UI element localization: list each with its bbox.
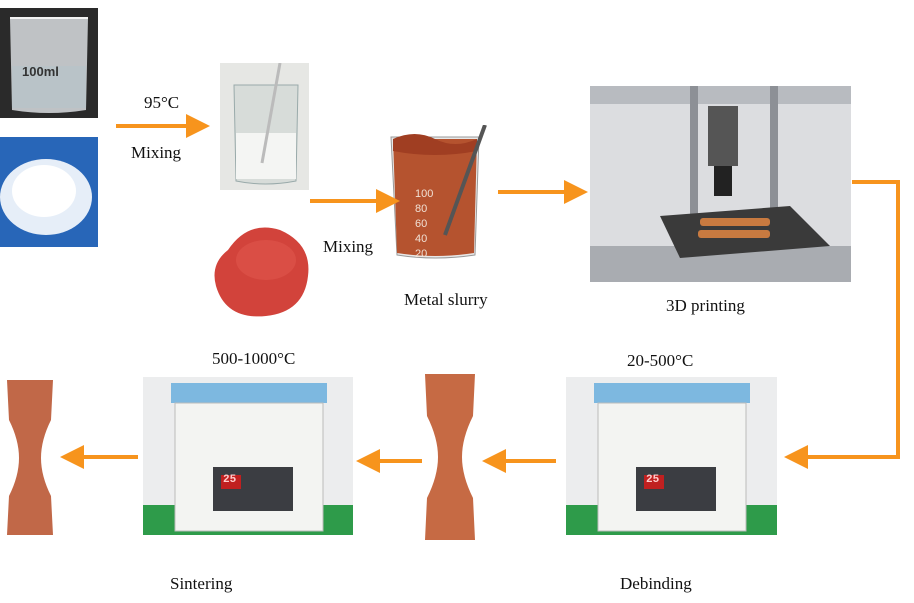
debound-part-photo: [425, 374, 475, 540]
water-beaker-photo: 100ml: [0, 8, 98, 118]
sinter-furnace-display: 25: [223, 474, 237, 486]
sinter-temp-label: 500-1000°C: [212, 349, 296, 368]
sintering-label: Sintering: [170, 574, 233, 593]
slurry-scale-mark: 40: [415, 233, 428, 245]
slurry-scale-mark: 80: [415, 203, 428, 215]
debind-temp-label: 20-500°C: [627, 351, 694, 370]
slurry-scale-mark: 100: [415, 188, 434, 200]
debinding-furnace-photo: 25: [566, 377, 777, 535]
metal-powder-photo: [208, 220, 314, 320]
3d-printing-label: 3D printing: [666, 296, 745, 315]
slurry-scale-mark: 20: [415, 248, 428, 260]
slurry-scale: 100 80 60 40 20: [415, 187, 433, 262]
debinding-label: Debinding: [620, 574, 692, 593]
sintering-furnace-photo: 25: [143, 377, 353, 535]
slurry-scale-mark: 60: [415, 218, 428, 230]
white-powder-photo: [0, 137, 98, 247]
temp-95-label: 95°C: [144, 93, 180, 112]
mixing-label-1: Mixing: [131, 143, 182, 162]
beaker-volume-mark: 100ml: [22, 64, 59, 79]
metal-slurry-label: Metal slurry: [404, 290, 488, 309]
debind-furnace-display: 25: [646, 474, 660, 486]
mixing-beaker-photo: [220, 63, 309, 190]
arrow-printer-to-debinding: [784, 180, 900, 469]
3d-printer-photo: [590, 86, 851, 282]
sintered-part-photo: [7, 380, 53, 535]
mixing-label-2: Mixing: [323, 237, 374, 256]
slurry-beaker-photo: 100 80 60 40 20: [385, 125, 495, 263]
